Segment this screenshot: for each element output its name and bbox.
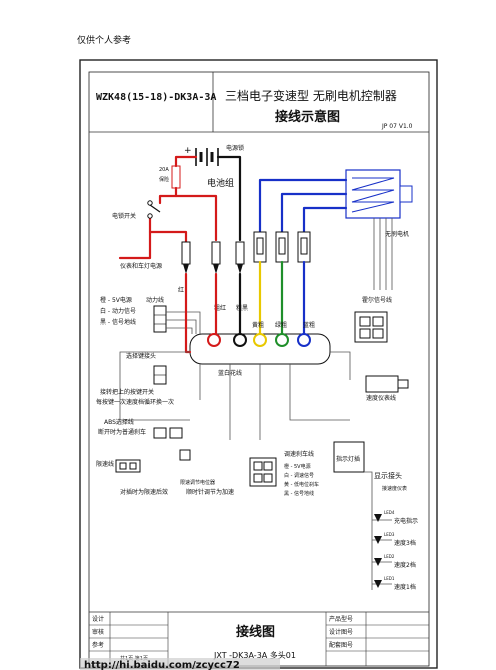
led-code-2: LED2 [384,554,395,559]
abs-note: 断开时为普通刹车 [98,428,146,436]
meter-light-label: 仪表和车灯电源 [120,262,162,270]
battery-negative-wire [216,155,242,242]
indicator-sub: 接速度仪表 [382,485,407,492]
led-label-speed3: 速度3档 [394,539,416,547]
indicator-wires [364,471,392,590]
brake-line-1: 橙 - 5V电源 [284,463,311,470]
version-label: JP 07 V1.0 [381,123,413,130]
throttle-line-1: 橙 - 5V电源 [100,296,132,304]
hall-connector [354,311,388,343]
fuse-label: 保险 [159,176,169,183]
motor-label: 无刷电机 [385,230,409,238]
phase-wire-blue-a [258,178,348,234]
throttle-wires [166,311,201,334]
brushless-motor: 无刷电机 [345,169,413,238]
tb-left-2: 审核 [92,628,104,636]
power-switch-label: 电锁开关 [112,212,136,220]
battery-label: 电池组 [207,177,234,189]
phase-label-yellow: 黄粗 [252,321,264,329]
phase-label-green: 绿粗 [275,321,287,329]
gear-switch-note: 每按键一次速度档循环换一次 [96,398,174,406]
phase-wire-blue-c [302,206,348,234]
power-connectors [181,241,245,274]
speed-limit-connector [115,459,141,473]
brake-line-2: 白 - 调速信号 [284,472,314,479]
watermark-text: http://hi.baidu.com/zcycc72 [84,660,240,670]
tb-center-title: 接线图 [236,624,275,640]
power-switch: 电锁开关 [112,200,161,220]
brake-line-4: 黑 - 信号地线 [284,490,314,497]
throttle-connector [153,305,167,333]
led-label-speed1: 速度1档 [394,583,416,591]
battery-pack: + 电源锁 电池组 [184,144,244,189]
throttle-line-3: 黑 - 信号地线 [100,318,136,326]
throttle-line-2: 白 - 动力信号 [100,307,136,315]
fuse: 20A 保险 [159,165,181,189]
speed-potentiometer: 限速调节电位器 顺时针调节为加速 [179,449,234,496]
battery-positive-wire [174,155,218,242]
brake-head: 调速刹车线 [284,450,314,458]
brake-connector [249,457,277,487]
gear-switch-label: 接转把上的按键开关 [100,388,154,396]
throttle-head: 动力线 [146,296,164,304]
led-label-speed2: 速度2档 [394,561,416,569]
speed-limit-note: 对插时为限速后效 [120,488,168,496]
indicator-head: 显示接头 [374,471,402,480]
hall-signal-label: 霍尔信号线 [362,296,392,304]
tb-left-1: 设计 [92,615,104,623]
led-code-3: LED3 [384,532,395,537]
wire-label-red: 红 [178,286,184,294]
led-code-4: LED4 [384,510,395,515]
page-label: 仅供个人参考 [77,36,132,46]
abs-title: ABS选择线 [104,418,134,426]
led-code-1: LED1 [384,576,395,581]
speed-limit-label: 限速线 [96,460,114,468]
gear-select-connector [153,365,167,385]
tb-right-1: 产品型号 [329,615,353,623]
tb-right-2: 设计图号 [329,628,353,636]
pot-label: 限速调节电位器 [180,479,215,486]
tb-left-3: 参考 [92,641,104,649]
drawing-inner-frame [88,71,430,667]
meter-line-label: 速度仪表线 [366,394,396,402]
hall-signal-wires [373,218,393,290]
wire-label-bold-black: 粗黑 [236,304,248,312]
brake-list: 橙 - 5V电源 白 - 调速信号 黄 - 低电位刹车 黑 - 信号地线 [284,463,319,497]
title-sub: 接线示意图 [275,109,340,125]
power-lock-label: 电源锁 [226,144,244,152]
abs-connector [153,427,183,439]
tb-right-3: 配套图号 [329,641,353,649]
harness-lines [119,351,351,440]
title-main: 三档电子变速型 无刷电机控制器 [225,88,397,103]
indicator-connector-label: 指示灯插 [336,455,360,463]
switch-wire [148,194,188,244]
pot-note: 顺时针调节为加速 [186,488,234,496]
phase-connectors [253,231,311,263]
brake-line-3: 黄 - 低电位刹车 [284,481,319,488]
watermark-band [80,658,280,670]
led-indicators: LED4 LED3 LED2 LED1 充电指示 速度3档 速度2档 速度1档 [374,510,418,591]
led-label-charge: 充电指示 [394,517,418,525]
title-block: 设计 审核 参考 共1页 第1页 接线图 JXT -DK3A-3A 多头01 产… [89,611,429,666]
phase-label-blue: 蓝粗 [303,321,315,329]
wire-label-bold-red: 粗红 [214,304,226,312]
model-number: WZK48(15-18)-DK3A-3A [96,92,216,103]
svg-text:+: + [184,146,192,156]
tb-center-code: JXT -DK3A-3A 多头01 [213,650,296,660]
phase-wire-blue-b [280,192,348,234]
fuse-rating: 20A [159,167,169,173]
gear-select-head: 选择键接头 [126,352,156,360]
indicator-connector: 指示灯插 [333,441,365,473]
meter-light-wire [118,230,152,260]
meter-connector [365,375,409,393]
red-signal-wire [184,272,192,354]
